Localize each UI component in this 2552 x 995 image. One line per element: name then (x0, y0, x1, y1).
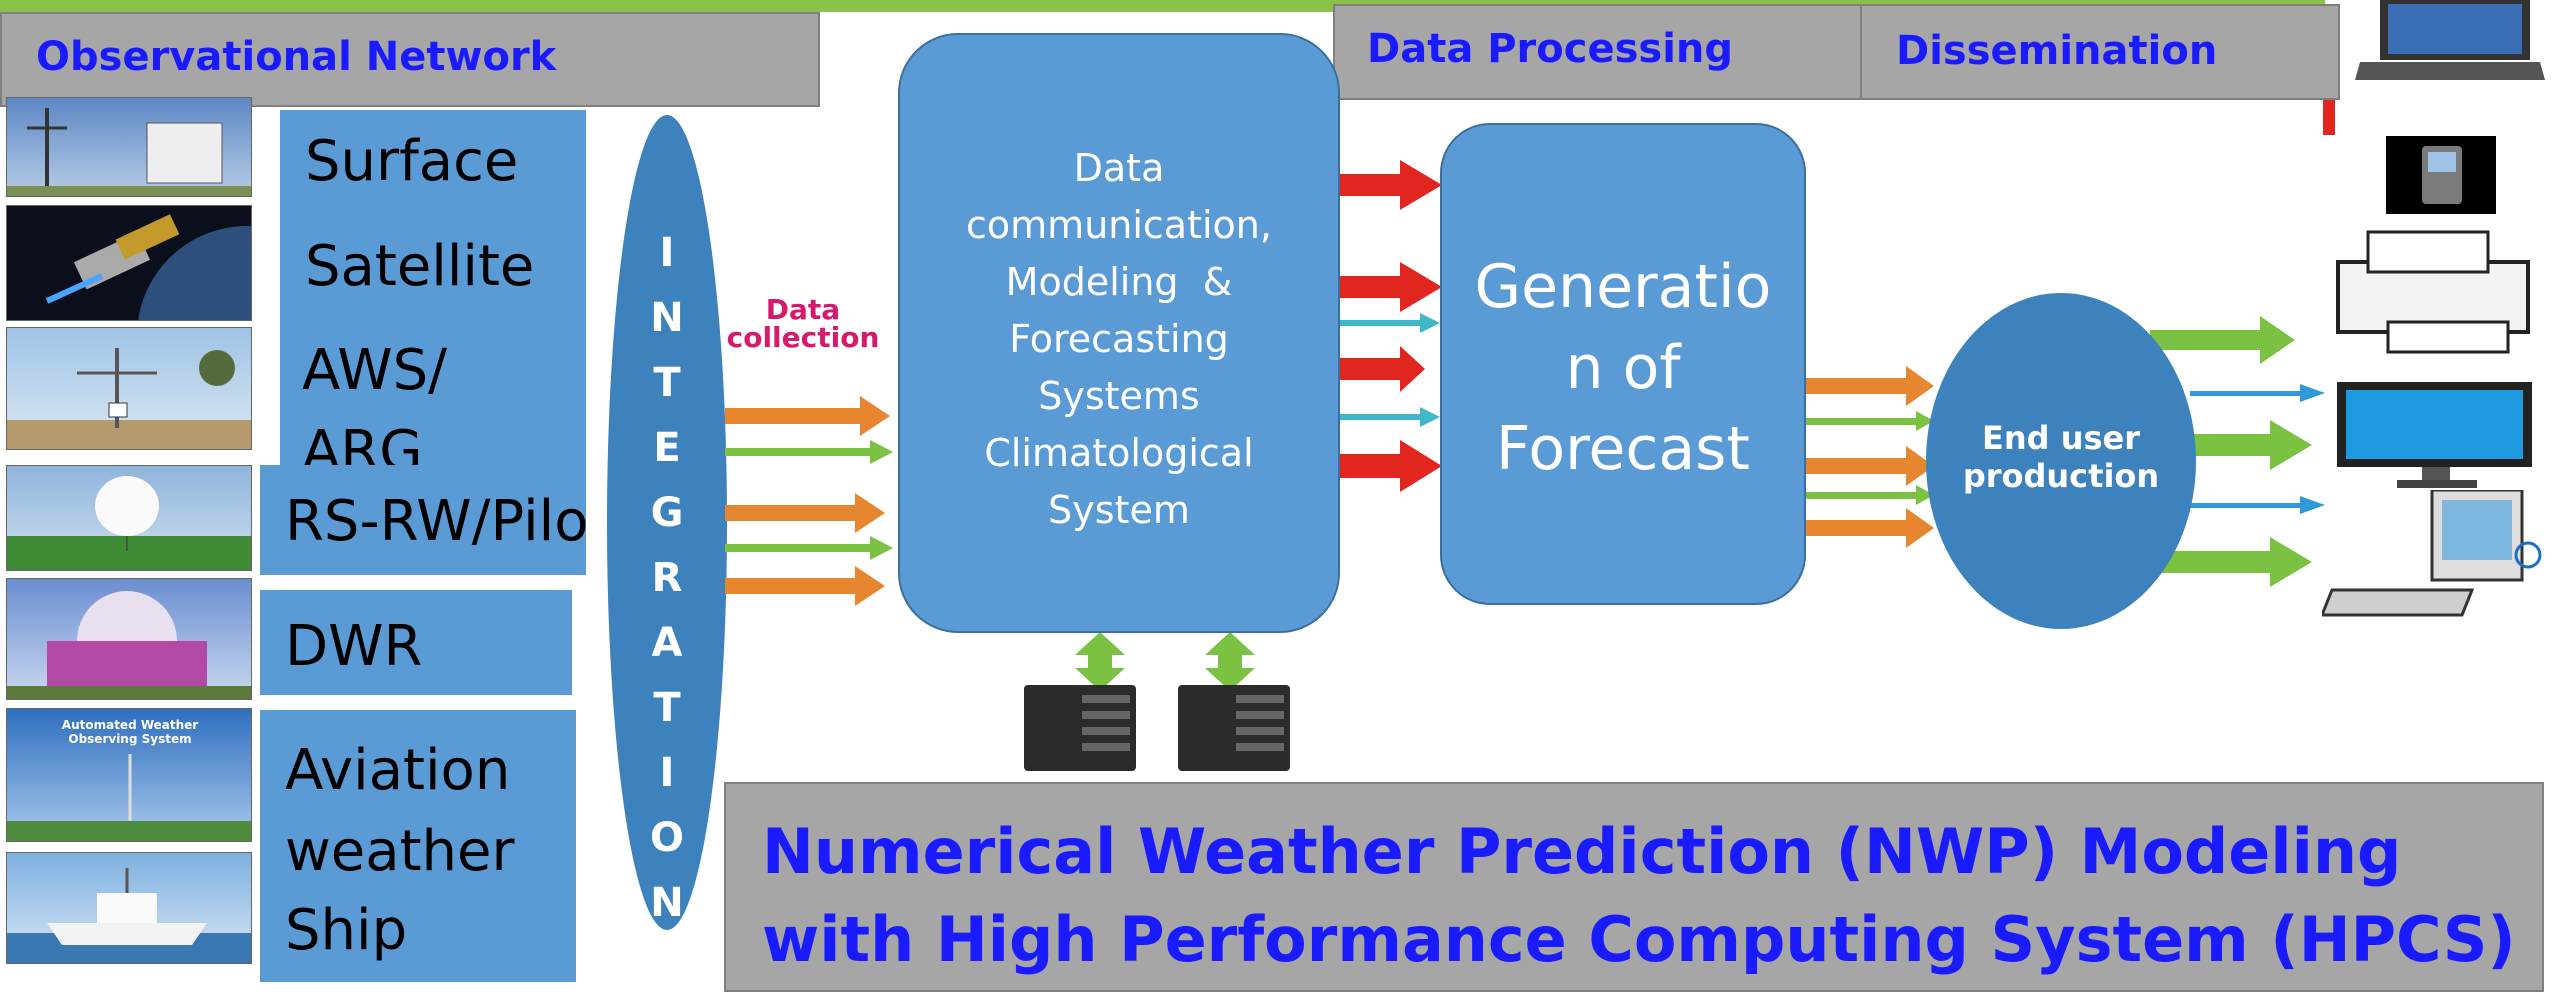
arrow-green-2 (725, 536, 893, 560)
dwr-box: DWR (260, 590, 572, 695)
arrow-teal-2 (1340, 407, 1440, 427)
rs-rw-pilot-box: RS-RW/Pilo (260, 465, 589, 575)
red-marker (2323, 100, 2335, 135)
arrow-orange-1 (725, 396, 890, 436)
mobile-phone-icon (2386, 136, 2496, 214)
integration-letter: I (659, 230, 675, 276)
arrow-red-1 (1340, 160, 1442, 210)
integration-letter: E (653, 425, 681, 471)
dissemination-header: Dissemination (1860, 4, 2340, 100)
generation-of-forecast-box: Generatio n of Forecast (1440, 123, 1806, 605)
arrow-orange-2 (725, 493, 885, 533)
arrow-orange-5 (1806, 446, 1934, 486)
integration-letter: R (651, 555, 683, 601)
integration-letter: T (653, 360, 681, 406)
satellite-icon (6, 205, 252, 321)
data-communication-box: Data communication, Modeling & Forecasti… (898, 33, 1340, 633)
integration-letter: A (651, 620, 683, 666)
rs-rw-pilot-label: RS-RW/Pilo (285, 489, 589, 554)
ship-icon (6, 852, 252, 964)
server-arrow-2 (1205, 632, 1255, 691)
desktop-computer-icon (2322, 490, 2542, 617)
satellite-label: Satellite (305, 234, 535, 299)
server-icon (1024, 685, 1136, 771)
printer-icon (2336, 230, 2530, 354)
integration-letter: T (653, 685, 681, 731)
nwp-title-box: Numerical Weather Prediction (NWP) Model… (724, 782, 2544, 992)
thumbnail-caption: Automated Weather (62, 718, 199, 732)
arrow-green-7 (2160, 537, 2312, 587)
arrow-green-1 (725, 440, 893, 464)
ship-label: Ship (285, 898, 408, 963)
arrow-green-5 (2150, 316, 2295, 364)
end-user-production-circle: End user production (1926, 293, 2196, 629)
dwr-label: DWR (285, 614, 423, 679)
integration-letter: N (650, 880, 684, 926)
surface-satellite-box: Surface Satellite (280, 110, 586, 310)
radiosonde-balloon-icon (6, 465, 252, 571)
monitor-icon (2337, 382, 2532, 488)
aviation-weather-label: Aviation weather (285, 738, 515, 885)
surface-label: Surface (305, 129, 519, 194)
integration-letter: G (650, 490, 684, 536)
arrow-red-2 (1340, 262, 1442, 312)
arrow-blue-1 (2190, 384, 2325, 402)
thumbnail-caption-line-2: Observing System (68, 732, 191, 746)
automatic-weather-station-icon (6, 327, 252, 450)
laptop-icon (2355, 0, 2545, 80)
arrow-red-4 (1340, 440, 1442, 492)
server-arrow-1 (1075, 632, 1125, 691)
end-user-production-label: End user production (1962, 419, 2160, 496)
arrow-blue-2 (2190, 496, 2325, 514)
integration-letter: O (649, 815, 684, 861)
arrow-green-3 (1806, 411, 1934, 431)
integration-letter: I (659, 750, 675, 796)
arrow-teal-1 (1340, 313, 1440, 333)
arrow-orange-6 (1806, 508, 1934, 548)
arrow-red-3 (1340, 346, 1425, 392)
doppler-radar-icon (6, 578, 252, 700)
server-icon-2 (1178, 685, 1290, 771)
arrow-green-4 (1806, 485, 1934, 505)
arrow-orange-3 (725, 566, 885, 606)
observational-network-header: Observational Network (0, 12, 820, 107)
integration-letter: N (650, 295, 684, 341)
aviation-ship-box: Aviation weather Ship (260, 710, 576, 982)
weather-station-icon (6, 97, 252, 197)
arrow-orange-4 (1806, 366, 1934, 406)
data-collection-label: Data collection (726, 293, 880, 354)
